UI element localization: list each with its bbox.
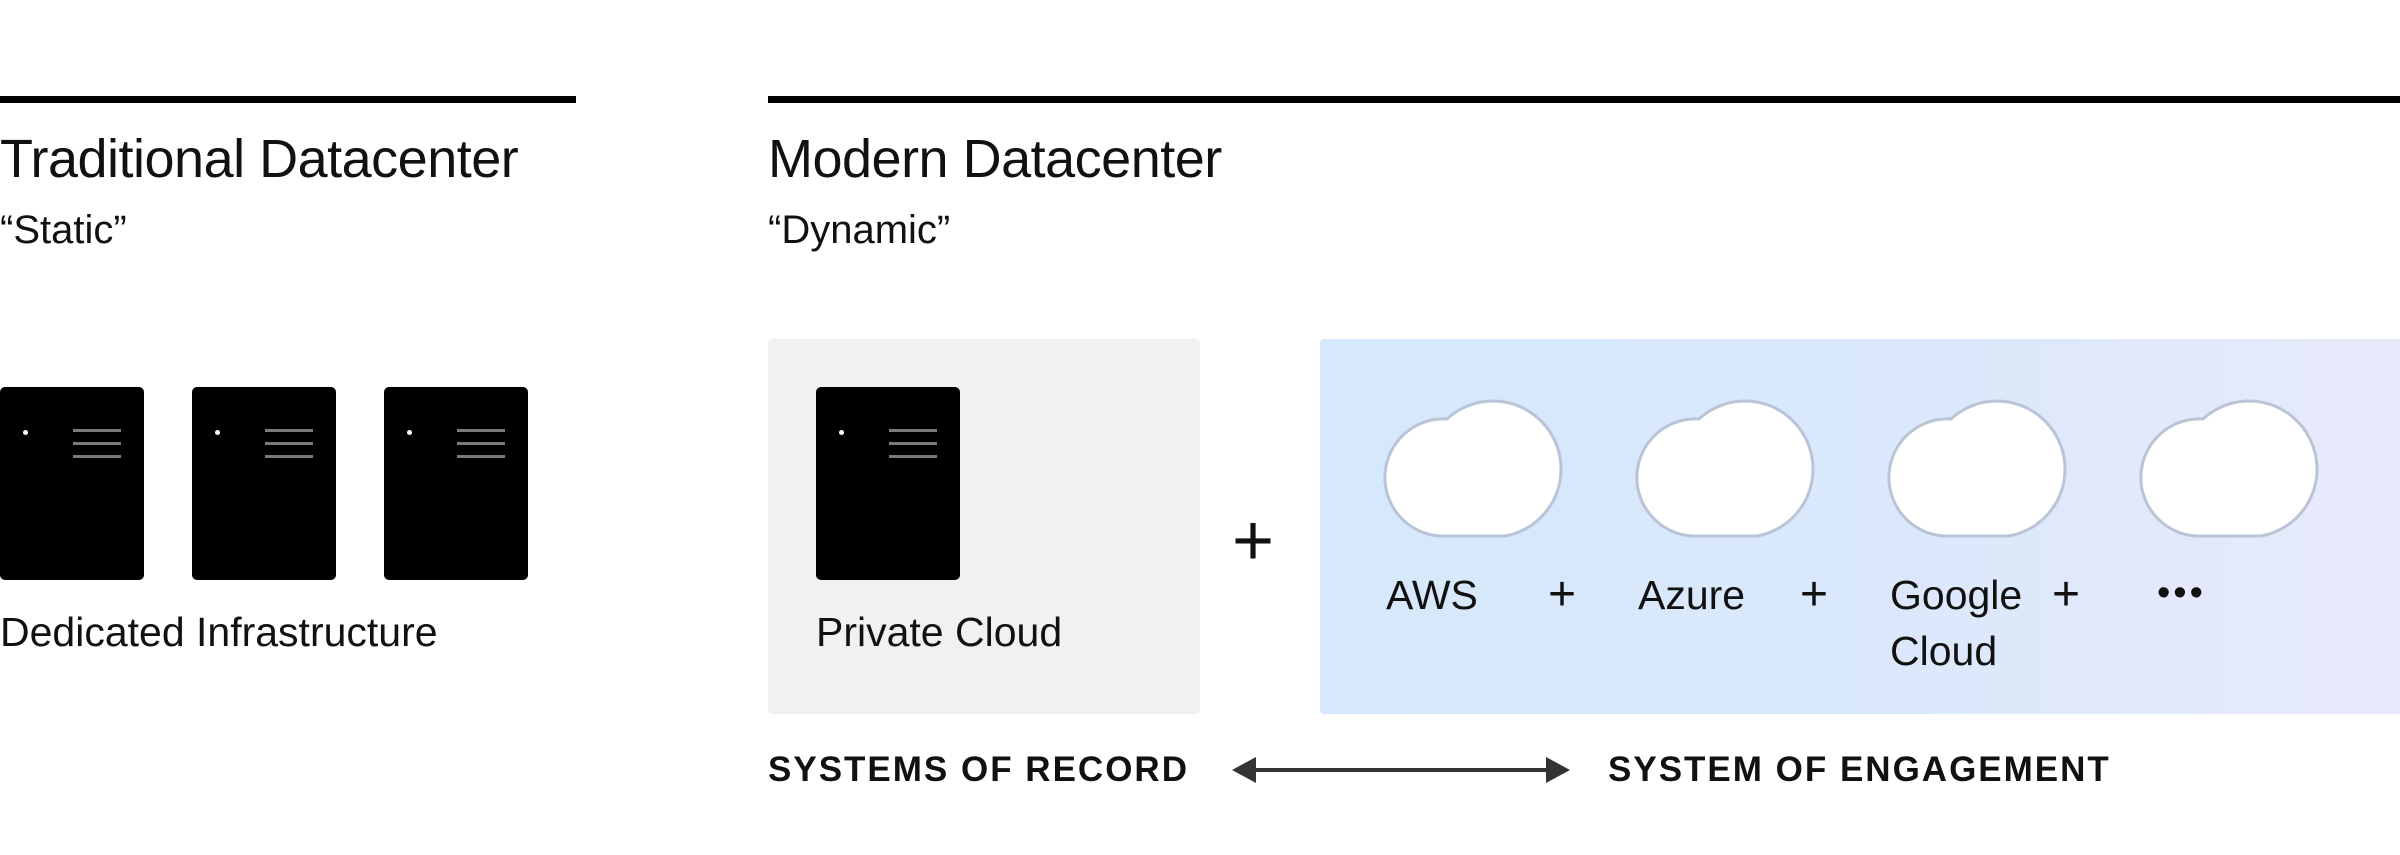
traditional-title: Traditional Datacenter	[0, 129, 519, 189]
server-icon	[0, 387, 144, 580]
systems-of-record-label: SYSTEMS OF RECORD	[768, 750, 1189, 789]
modern-title: Modern Datacenter	[768, 129, 1222, 189]
provider-label-aws: AWS	[1386, 572, 1478, 618]
server-icon	[192, 387, 336, 580]
cloud-icon	[2139, 399, 2319, 538]
cloud-icon	[1887, 399, 2067, 538]
private-cloud-label: Private Cloud	[816, 609, 1063, 655]
plus-sign: +	[1232, 501, 1275, 581]
more-providers: •••	[2157, 572, 2206, 614]
cloud-icon	[1635, 399, 1815, 538]
provider-label-google-cloud: Google Cloud	[1890, 572, 2023, 674]
traditional-subtitle: “Static”	[0, 208, 127, 252]
plus-sign: +	[1800, 568, 1829, 621]
plus-sign: +	[1548, 568, 1577, 621]
system-of-engagement-label: SYSTEM OF ENGAGEMENT	[1608, 750, 2111, 789]
server-icon	[384, 387, 528, 580]
provider-label-azure: Azure	[1638, 572, 1746, 618]
cloud-icon	[1383, 399, 1563, 538]
modern-subtitle: “Dynamic”	[768, 208, 951, 252]
double-arrow-icon	[1232, 757, 1570, 783]
dedicated-infrastructure-label: Dedicated Infrastructure	[0, 609, 438, 655]
plus-sign: +	[2052, 568, 2081, 621]
modern-divider	[768, 96, 2400, 103]
traditional-divider	[0, 96, 576, 103]
server-icon	[816, 387, 960, 580]
